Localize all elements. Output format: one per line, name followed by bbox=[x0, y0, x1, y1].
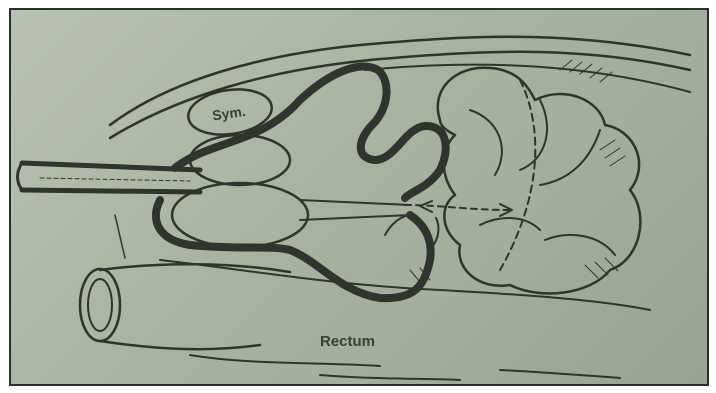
symphysis-label: Sym. bbox=[211, 103, 246, 124]
rectum-wave-3 bbox=[500, 370, 620, 378]
rectum-opening-inner bbox=[88, 279, 112, 331]
catheter-inner-line bbox=[40, 178, 190, 181]
rectum-wave-2 bbox=[320, 375, 460, 380]
catheter-tube-end bbox=[18, 163, 23, 190]
uterine-dashed-curve bbox=[500, 80, 535, 270]
rectum-tube-bottom bbox=[100, 341, 260, 349]
channel-upper bbox=[300, 200, 410, 205]
perineum-line bbox=[160, 260, 650, 310]
rectum-wave-1 bbox=[190, 355, 380, 366]
catheter-tube-bottom bbox=[22, 190, 200, 192]
uterine-inner-curve-1 bbox=[470, 110, 502, 175]
balloon-lower bbox=[172, 183, 308, 247]
uterine-inner-curve-3 bbox=[540, 130, 600, 185]
support-line bbox=[115, 215, 125, 258]
rectum-tube-top bbox=[100, 264, 290, 272]
uterine-inner-curve-2 bbox=[520, 100, 547, 170]
uterine-inner-curve-5 bbox=[545, 235, 615, 255]
uterine-inner-curve-4 bbox=[480, 218, 540, 230]
body-wall-outer-line bbox=[110, 37, 690, 125]
channel-lower bbox=[300, 215, 410, 220]
body-wall-inner-line bbox=[110, 52, 690, 138]
uterine-mass-outline bbox=[438, 68, 641, 294]
rectum-label: Rectum bbox=[320, 333, 375, 350]
